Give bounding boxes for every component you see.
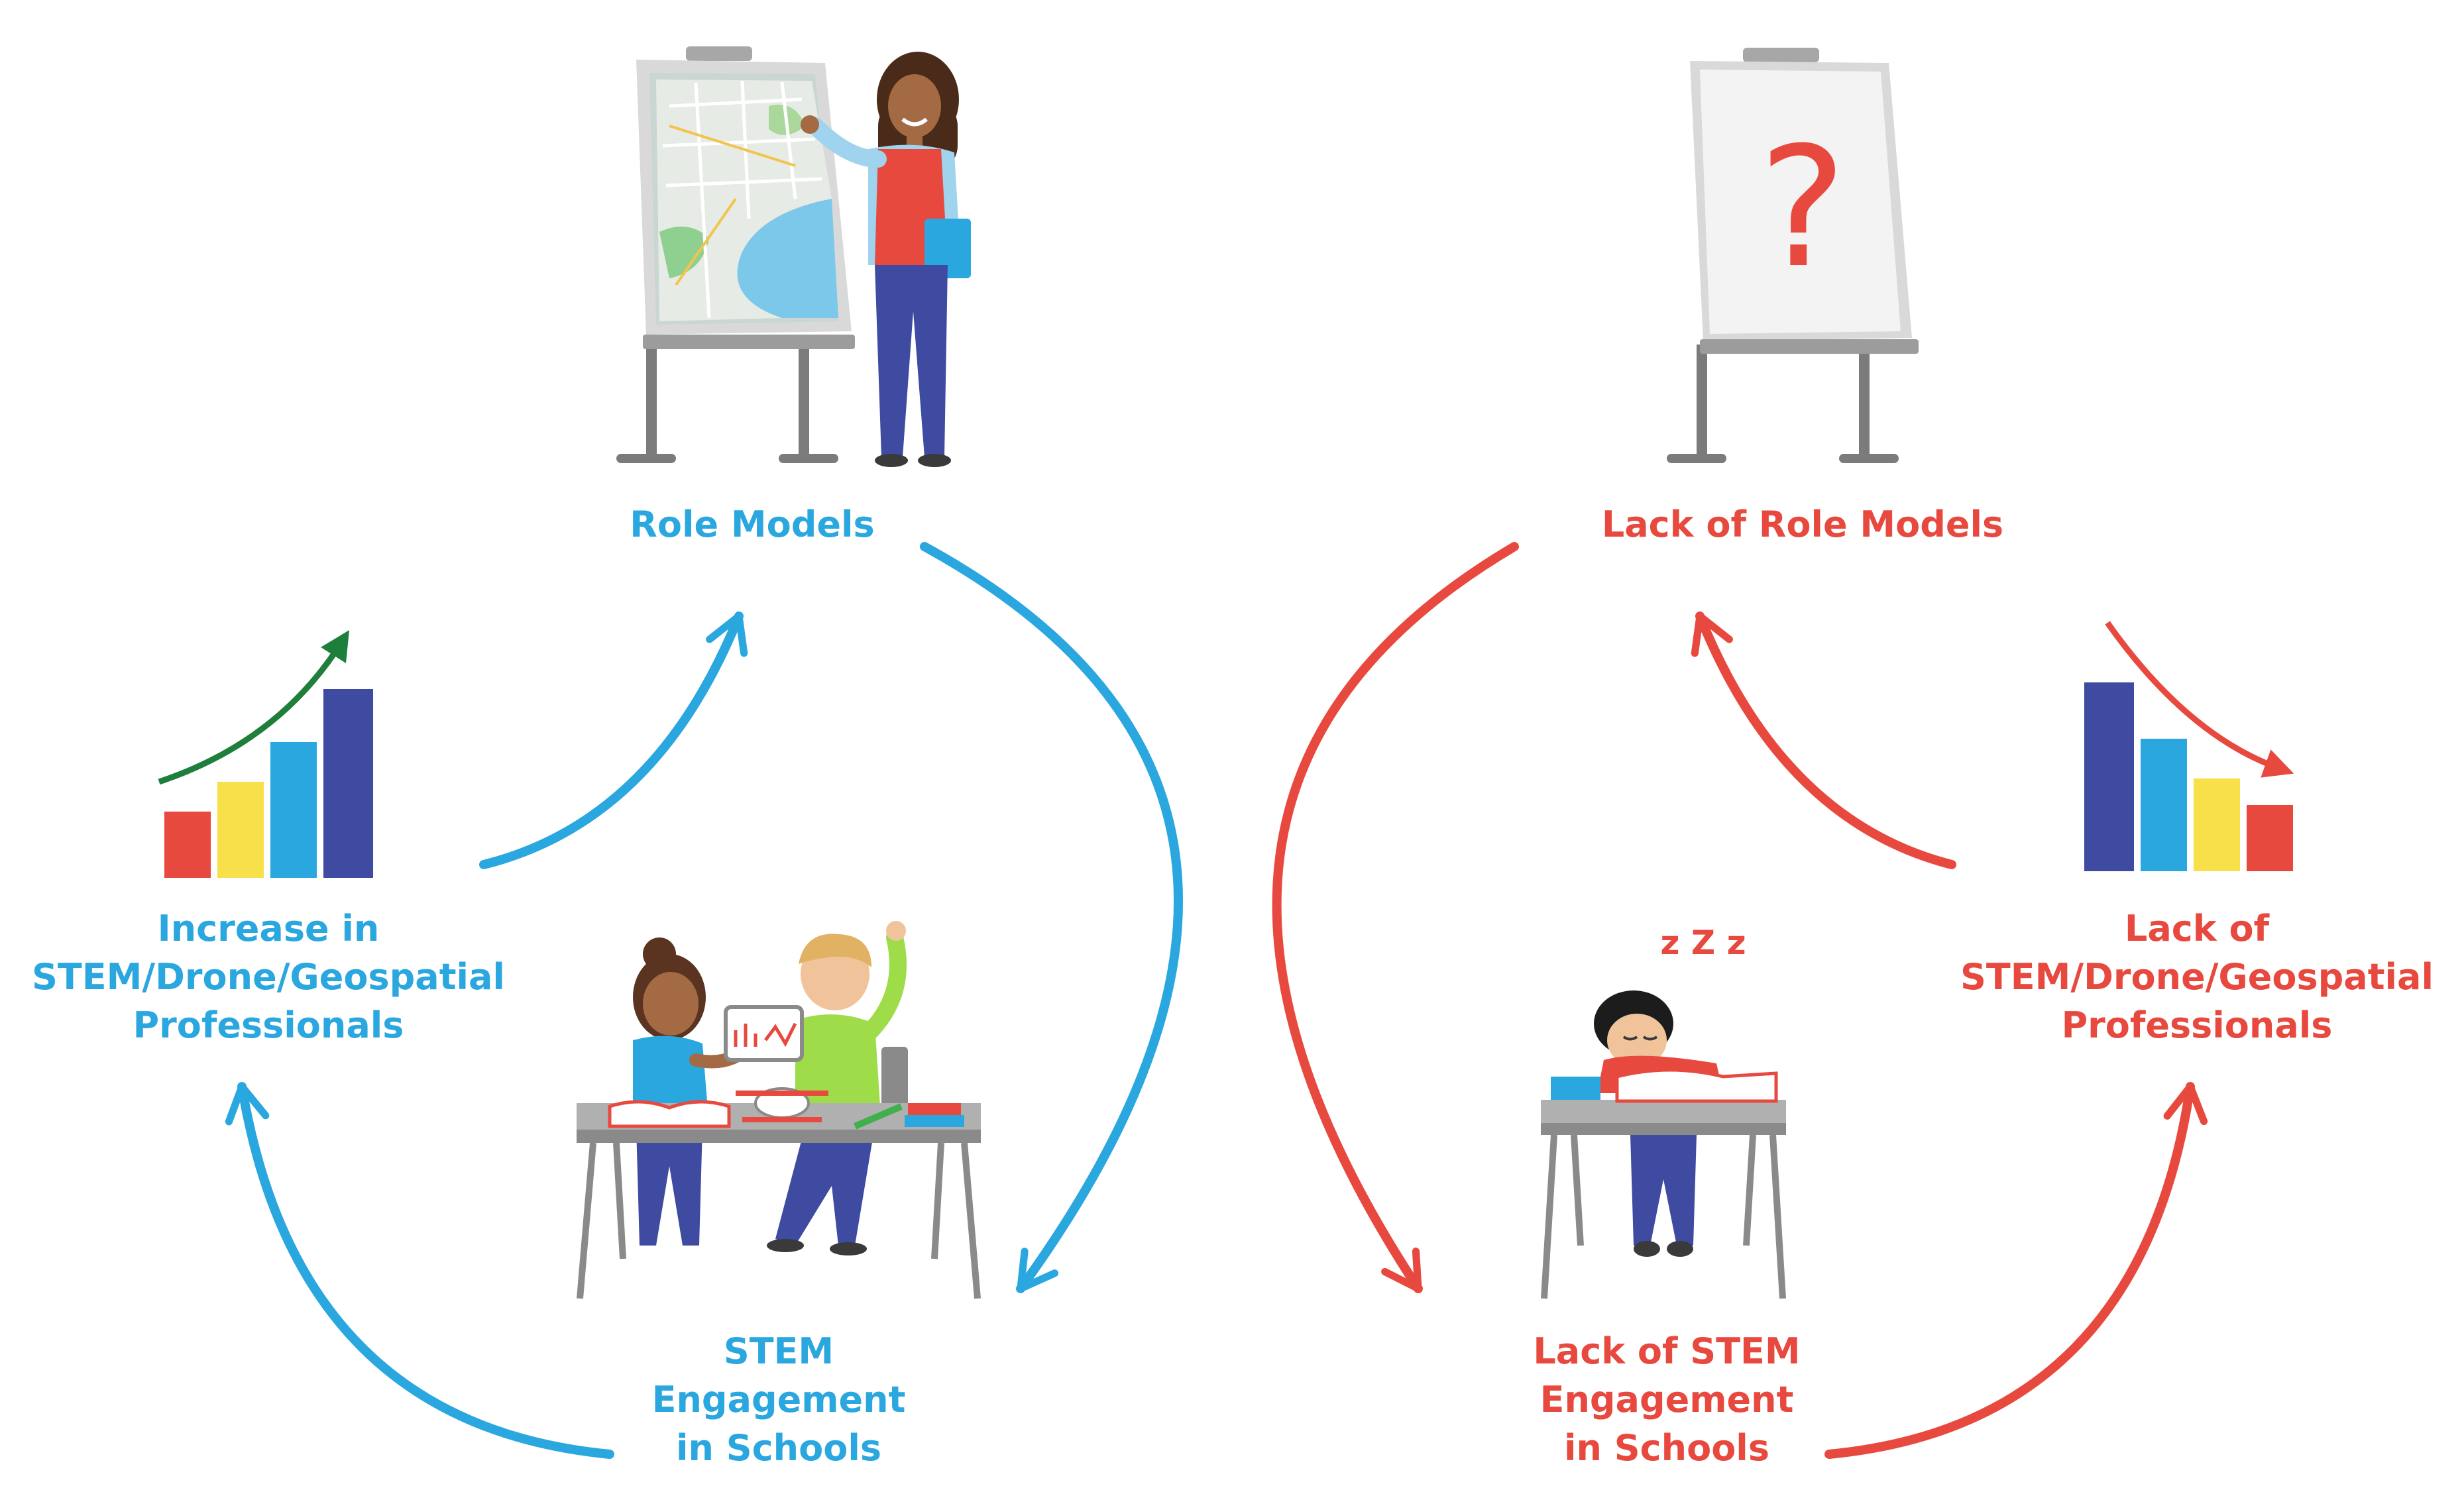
stem-engagement-label: STEM Engagement in Schools <box>652 1327 906 1472</box>
arrow-engagement-to-professionals <box>225 1082 614 1459</box>
question-mark: ? <box>1759 111 1847 304</box>
role-models-text: Role Models <box>630 504 875 545</box>
positive-cycle-arrows <box>225 542 1184 1459</box>
label-line: Engagement <box>651 1379 906 1420</box>
arrow-role-models-to-engagement <box>920 542 1184 1293</box>
role-models-label: Role Models <box>630 500 874 549</box>
sleep-zzz: z Z z <box>1660 924 1746 962</box>
label-line: Lack of <box>2124 908 2270 949</box>
falling-bar-chart-icon <box>2084 621 2294 871</box>
label-line: Increase in <box>157 908 380 949</box>
rising-bar-chart-icon <box>158 629 373 878</box>
increase-professionals-label: Increase in STEM/Drone/Geospatial Profes… <box>32 904 505 1049</box>
arrow-lack-professionals-to-lack-role-models <box>1691 612 1956 869</box>
sleeping-student-at-desk-icon: z Z z <box>1541 924 1786 1299</box>
lack-of-role-models-text: Lack of Role Models <box>1601 504 2004 545</box>
label-line: in Schools <box>676 1427 881 1469</box>
negative-cycle-arrows <box>1272 542 2208 1459</box>
arrow-professionals-to-role-models <box>479 612 748 869</box>
empty-easel-question-icon: ? <box>1667 48 1919 463</box>
arrow-lack-role-models-to-lack-engagement <box>1272 542 1519 1293</box>
lack-of-role-models-label: Lack of Role Models <box>1602 500 2003 549</box>
label-line: STEM <box>723 1330 834 1372</box>
label-line: STEM/Drone/Geospatial <box>1960 956 2434 998</box>
lack-stem-engagement-label: Lack of STEM Engagement in Schools <box>1533 1327 1800 1472</box>
label-line: Professionals <box>2061 1004 2333 1046</box>
label-line: Professionals <box>133 1004 404 1046</box>
arrow-lack-engagement-to-lack-professionals <box>1824 1082 2208 1459</box>
students-with-drone-at-desk-icon <box>577 921 981 1299</box>
teacher-at-map-easel-icon <box>616 46 971 467</box>
label-line: Lack of STEM <box>1533 1330 1801 1372</box>
label-line: Engagement <box>1540 1379 1794 1420</box>
label-line: STEM/Drone/Geospatial <box>32 956 505 998</box>
lack-professionals-label: Lack of STEM/Drone/Geospatial Profession… <box>1960 904 2434 1049</box>
label-line: in Schools <box>1564 1427 1769 1469</box>
